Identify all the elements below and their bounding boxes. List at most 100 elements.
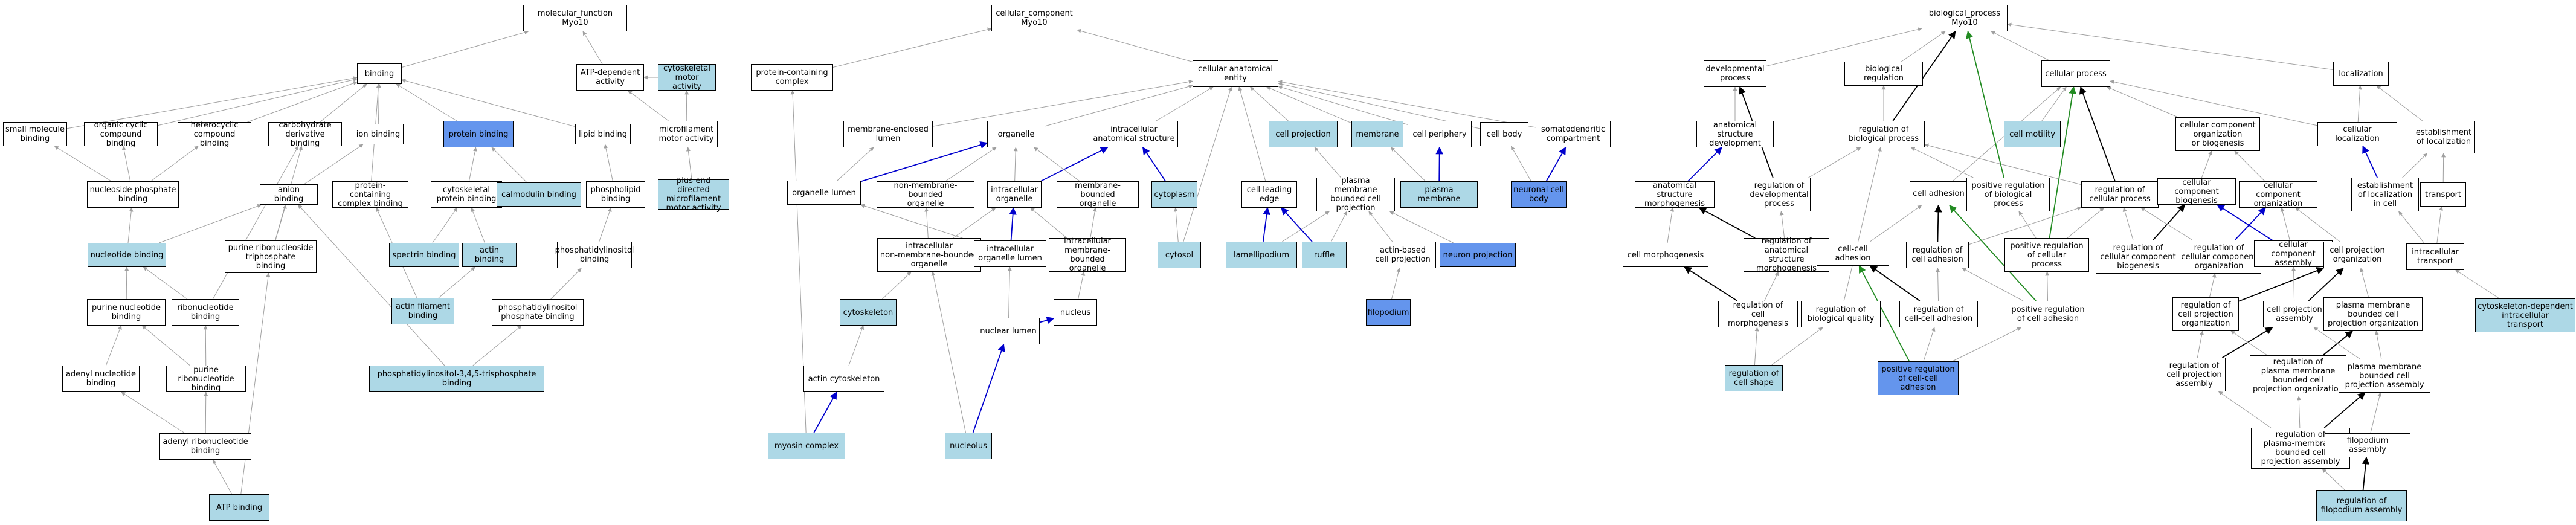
edge-pm-proj-to-cell-proj xyxy=(1314,147,1342,178)
edge-pmbcpa-to-pmbcpo xyxy=(2374,330,2382,359)
edge-actin-fil-to-actin-b xyxy=(438,266,475,298)
go-term-mb-org: membrane-bounded organelle xyxy=(1057,181,1139,208)
edge-pos-reg-bio-to-reg-bio xyxy=(1910,147,1974,178)
go-term-actin-cyto: actin cytoskeleton xyxy=(803,366,884,392)
go-term-reg-pmbcpo: regulation of plasma membrane bounded ce… xyxy=(2250,355,2346,396)
go-term-cc-assembly: cellular component assembly xyxy=(2254,240,2333,268)
edge-ic-transport-to-transport xyxy=(2436,206,2444,244)
edge-myosin-to-actin-cyto xyxy=(813,391,837,433)
go-term-purine-ribo-tri: purine ribonucleoside triphosphate bindi… xyxy=(225,240,317,273)
go-term-pos-reg-adh: positive regulation of cell adhesion xyxy=(2006,301,2090,327)
go-term-cell-proj: cell projection xyxy=(1269,121,1338,147)
edge-anat-morph-to-anat-dev xyxy=(1687,147,1722,182)
edge-purine-ribonuc-to-purine-nuc xyxy=(141,325,190,366)
edge-nucleotide-to-nuc-phos xyxy=(127,207,134,243)
go-term-membrane: membrane xyxy=(1351,121,1403,147)
edge-hetero-to-binding xyxy=(247,81,358,123)
go-term-protein-b: protein binding xyxy=(443,121,514,147)
go-term-nmb-org: non-membrane-bounded organelle xyxy=(877,181,974,208)
edge-ias-to-cae xyxy=(1156,86,1214,121)
edge-reg-anat-morph-to-reg-dev xyxy=(1779,211,1785,239)
go-term-ruffle: ruffle xyxy=(1302,242,1347,268)
go-term-ribonuc: ribonucleotide binding xyxy=(172,299,239,326)
edge-pos-reg-cc-adh-to-reg-cc-adh xyxy=(1923,327,1936,362)
go-term-pip3: phosphatidylinositol-3,4,5-trisphosphate… xyxy=(369,366,544,392)
go-term-cytoplasm: cytoplasm xyxy=(1151,181,1197,208)
edge-organelle-to-cae xyxy=(1045,84,1193,127)
go-term-cell-motility: cell motility xyxy=(2004,121,2061,147)
edge-plasma-mem-to-cell-periph xyxy=(1435,146,1443,182)
edge-nuc-phos-to-small-mol xyxy=(54,146,112,182)
go-term-cytosol: cytosol xyxy=(1158,242,1201,268)
edge-ic-org-lumen-to-org-lumen xyxy=(860,204,974,242)
go-term-transport: transport xyxy=(2420,182,2466,207)
edge-purine-ribonuc-to-ribonuc xyxy=(203,325,208,366)
go-term-microfil-motor: microfilament motor activity xyxy=(655,121,718,147)
edge-plasma-mem-to-membrane xyxy=(1390,147,1426,182)
go-term-est-loc-cell: establishment of localization in cell xyxy=(2351,178,2419,211)
go-term-cytoskeleton: cytoskeleton xyxy=(840,299,897,326)
edge-adenyl-nuc-to-purine-nuc xyxy=(105,325,122,366)
go-term-pos-reg-cell: positive regulation of cellular process xyxy=(2004,238,2089,272)
edge-cpa-to-cc-assembly xyxy=(2291,266,2296,301)
go-term-reg-anat-morph: regulation of anatomical structure morph… xyxy=(1744,237,1829,273)
go-term-cell-morph: cell morphogenesis xyxy=(1623,243,1708,267)
edge-ic-mb-org-to-mb-org xyxy=(1090,207,1097,239)
edge-neuronal-body-to-somato xyxy=(1545,146,1567,182)
edge-reg-pmbcpa-to-pmbcpa xyxy=(2323,392,2366,428)
go-term-reg-cell-adh: regulation of cell adhesion xyxy=(1906,242,1969,268)
go-term-cell-proj-org: cell projection organization xyxy=(2323,242,2391,268)
edge-adenyl-ribo-to-purine-ribonuc xyxy=(204,391,208,434)
go-term-cc: cellular_component Myo10 xyxy=(991,5,1077,31)
edge-pmbcpa-to-cpa xyxy=(2313,327,2360,359)
edge-adenyl-ribo-to-adenyl-nuc xyxy=(121,391,185,434)
go-term-phospholipid: phospholipid binding xyxy=(586,181,645,208)
go-term-reg-cc-adh: regulation of cell-cell adhesion xyxy=(1899,301,1978,327)
edge-cae-to-cc xyxy=(1077,28,1193,62)
edge-lamellipodium-to-pm-proj xyxy=(1282,211,1330,242)
go-term-reg-cell-morph: regulation of cell morphogenesis xyxy=(1718,301,1798,328)
edge-est-loc-to-localization xyxy=(2376,85,2423,121)
go-term-carb: carbohydrate derivative binding xyxy=(268,121,342,148)
edge-cell-periph-to-cae xyxy=(1278,85,1408,125)
go-term-anat-morph: anatomical structure morphogenesis xyxy=(1635,181,1715,208)
edge-reg-filo-to-reg-pmbcpa xyxy=(2322,468,2345,491)
go-term-adenyl-nuc: adenyl nucleotide binding xyxy=(62,366,140,392)
edge-org-lumen-to-organelle xyxy=(860,141,988,182)
edge-reg-cc-org-to-reg-cell-proc xyxy=(2140,207,2192,240)
edge-cytosol-to-cae xyxy=(1183,86,1232,242)
go-term-somato: somatodendritic compartment xyxy=(1536,121,1611,147)
edge-reg-filo-to-filo-assembly xyxy=(2362,456,2370,491)
go-term-pmbcpo: plasma membrane bounded cell projection … xyxy=(2323,297,2423,331)
edge-cytoskeleton-to-ic-nmb-org xyxy=(882,271,912,300)
edge-ic-nmb-org-to-nmb-org xyxy=(924,207,929,239)
edge-reg-pmbcpa-to-reg-pmbcpo xyxy=(2296,396,2301,428)
edge-purine-ribo-tri-to-anion xyxy=(275,204,287,241)
edge-reg-anat-morph-to-anat-morph xyxy=(1698,207,1756,239)
go-term-ion: ion binding xyxy=(353,124,404,144)
go-term-reg-cell-proc: regulation of cellular process xyxy=(2081,181,2159,208)
edge-pos-reg-cc-adh-to-pos-reg-adh xyxy=(1952,327,2022,362)
go-term-reg-shape: regulation of cell shape xyxy=(1725,365,1783,391)
edge-reg-shape-to-reg-cell-morph xyxy=(1754,327,1759,366)
edge-pos-reg-cell-to-reg-cell-proc xyxy=(2067,207,2104,239)
edge-ion-to-binding xyxy=(377,83,382,124)
edge-ic-org-lumen-to-ic-org xyxy=(1009,207,1017,241)
edge-reg-pmbcpo-to-reg-cpo xyxy=(2230,330,2268,356)
go-term-ptdins: phosphatidylinositol binding xyxy=(555,242,634,268)
go-term-cell-periph: cell periphery xyxy=(1408,121,1472,147)
edge-reg-pmbcpo-to-pmbcpo xyxy=(2322,330,2353,356)
edge-dev-proc-to-bp xyxy=(1766,27,1922,66)
edge-pos-reg-cc-adh-to-cc-adh xyxy=(1858,265,1910,362)
go-term-plasma-mem: plasma membrane xyxy=(1400,181,1478,208)
go-term-small-mol: small molecule binding xyxy=(3,122,67,146)
go-term-reg-cc-org: regulation of cellular component organiz… xyxy=(2177,240,2261,274)
edge-reg-bio-to-bp xyxy=(1892,30,1956,121)
go-term-nuc-phos: nucleoside phosphate binding xyxy=(87,181,179,208)
edge-cell-morph-to-anat-morph xyxy=(1667,207,1675,243)
go-term-anat-dev: anatomical structure development xyxy=(1696,121,1774,148)
go-term-cae: cellular anatomical entity xyxy=(1193,60,1278,87)
edge-ic-mb-org-to-ic-org xyxy=(1030,207,1067,239)
edge-cc-assembly-to-cc-org xyxy=(2280,207,2290,241)
